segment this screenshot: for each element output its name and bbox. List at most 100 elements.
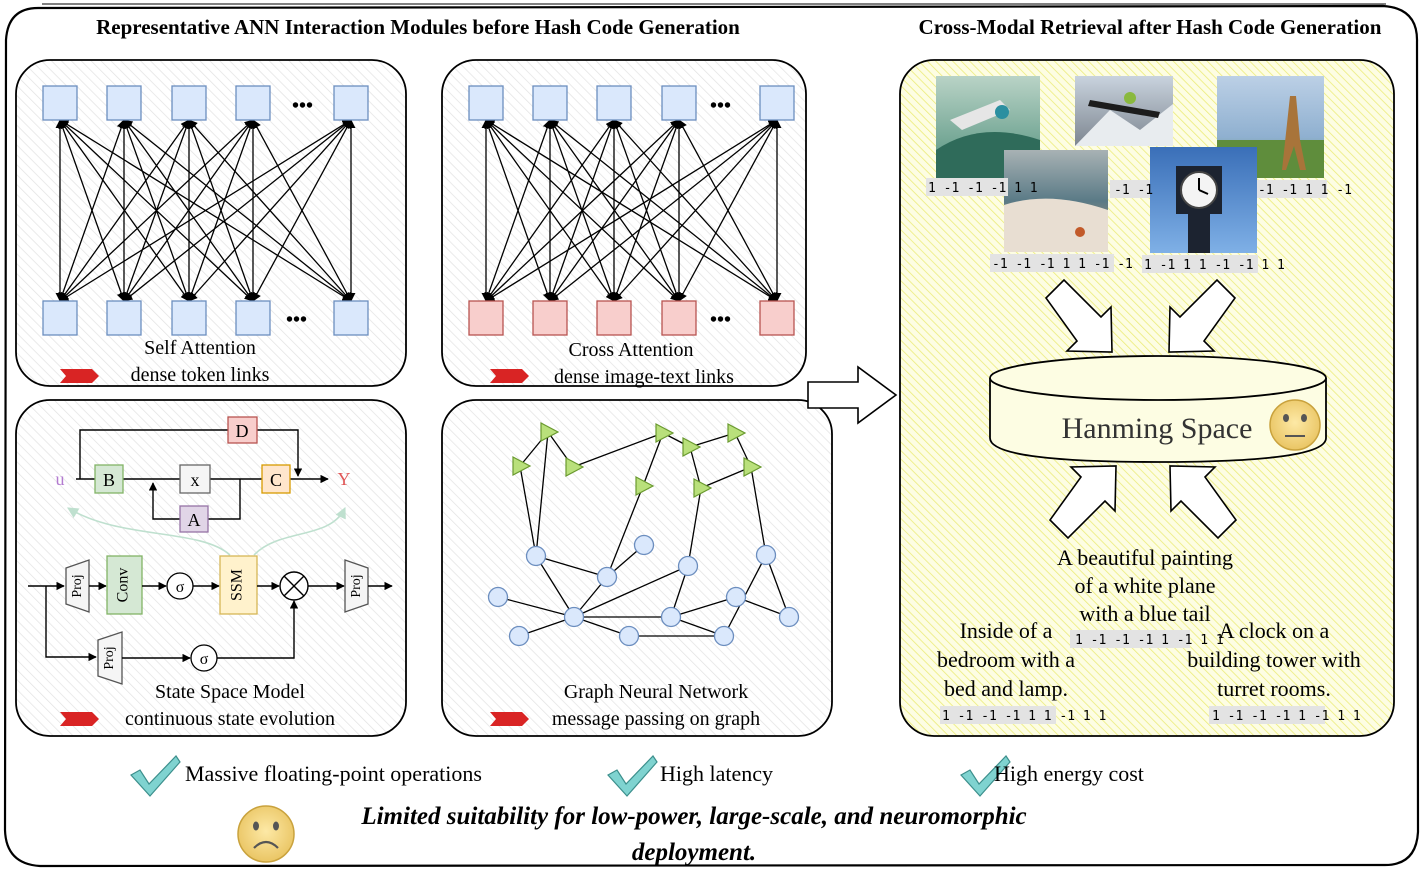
graph-node bbox=[525, 545, 547, 567]
caption-plane-line2: of a white plane bbox=[1074, 573, 1215, 598]
graph-edge bbox=[687, 487, 702, 567]
graph-edge bbox=[573, 565, 689, 618]
ssm-label-c: C bbox=[270, 470, 282, 490]
image-clock-tower bbox=[1150, 147, 1257, 253]
ssm-block-label: SSM bbox=[229, 569, 246, 601]
conv-label: Conv bbox=[115, 568, 132, 603]
graph-node bbox=[713, 625, 735, 647]
graph-edge bbox=[572, 432, 664, 468]
message-node bbox=[743, 457, 763, 477]
cross-attention-links bbox=[481, 119, 782, 302]
message-node bbox=[565, 457, 585, 477]
proj-label: Proj bbox=[349, 574, 364, 597]
red-flag-icon bbox=[60, 369, 99, 383]
message-node bbox=[635, 476, 655, 496]
token-node bbox=[532, 85, 568, 121]
graph-edge bbox=[519, 465, 537, 557]
graph-edge bbox=[497, 596, 575, 618]
self-attention-title: Self Attention bbox=[144, 337, 256, 359]
ssm-label-b: B bbox=[103, 470, 115, 490]
panel-state-space-model: D B x C A u Y Proj Conv σ SSM Proj Proj bbox=[15, 399, 407, 737]
token-node bbox=[171, 85, 207, 121]
attention-link bbox=[252, 119, 352, 302]
message-node bbox=[682, 437, 702, 457]
image-code: 1 -1 1 1 -1 -1 1 1 bbox=[1144, 258, 1285, 273]
flow-arrow bbox=[807, 365, 898, 425]
cross-attention-tokens bbox=[468, 85, 795, 336]
conclusion-line2: deployment. bbox=[632, 839, 756, 866]
neutral-face-icon bbox=[1269, 399, 1321, 451]
graph-node bbox=[633, 534, 655, 556]
gnn-subtitle: message passing on graph bbox=[552, 708, 760, 730]
drawback-energy: High energy cost bbox=[994, 761, 1144, 786]
graph-edge bbox=[670, 596, 737, 618]
message-node bbox=[693, 478, 713, 498]
token-node bbox=[333, 300, 369, 336]
self-attention-tokens bbox=[42, 85, 369, 336]
image-code: -1 -1 1 1 -1 bbox=[1258, 183, 1352, 198]
ssm-label-d: D bbox=[236, 421, 249, 441]
ellipsis-bottom: ••• bbox=[710, 309, 731, 331]
state-space-subtitle: continuous state evolution bbox=[125, 708, 335, 730]
gnn-nodes bbox=[487, 422, 800, 647]
image-snowboard bbox=[1075, 76, 1173, 146]
token-node bbox=[235, 300, 271, 336]
token-node bbox=[106, 300, 142, 336]
attention-link bbox=[678, 119, 778, 302]
hamming-space-label: Hanming Space bbox=[1062, 412, 1253, 445]
sad-face-icon bbox=[237, 805, 295, 863]
graph-edge bbox=[535, 555, 575, 618]
heading-left: Representative ANN Interaction Modules b… bbox=[96, 15, 740, 39]
hamming-space: Hanming Space bbox=[989, 355, 1327, 463]
graph-edge bbox=[700, 466, 752, 489]
token-node bbox=[171, 300, 207, 336]
graph-node bbox=[508, 625, 530, 647]
caption-plane-line1: A beautiful painting bbox=[1057, 545, 1233, 570]
token-node bbox=[661, 300, 697, 336]
ssm-label-y: Y bbox=[338, 469, 351, 489]
outer-frame bbox=[3, 4, 1420, 868]
token-node bbox=[532, 300, 568, 336]
drawbacks-row: Massive floating-point operations High l… bbox=[130, 755, 1144, 797]
graph-node bbox=[563, 606, 585, 628]
graph-node bbox=[778, 606, 800, 628]
message-node bbox=[540, 422, 560, 442]
token-node bbox=[596, 300, 632, 336]
conclusion-line1: Limited suitability for low-power, large… bbox=[360, 803, 1026, 830]
ellipsis-bottom: ••• bbox=[286, 309, 307, 331]
ssm-label-x: x bbox=[191, 470, 200, 490]
token-node bbox=[42, 85, 78, 121]
token-node bbox=[468, 300, 504, 336]
cross-attention-subtitle: dense image-text links bbox=[554, 366, 734, 388]
ellipsis-top: ••• bbox=[292, 95, 313, 117]
proj-label: Proj bbox=[70, 574, 85, 597]
conclusion: Limited suitability for low-power, large… bbox=[237, 803, 1027, 866]
image-code: -1 -1 bbox=[1114, 183, 1153, 198]
image-code: -1 -1 -1 1 1 -1 -1 bbox=[992, 257, 1133, 272]
caption-bedroom-line1: Inside of a bbox=[960, 618, 1053, 643]
token-node bbox=[235, 85, 271, 121]
caption-bedroom-line2: bedroom with a bbox=[937, 647, 1075, 672]
token-node bbox=[106, 85, 142, 121]
red-flag-icon bbox=[490, 712, 529, 726]
caption-clock-line2: building tower with bbox=[1187, 647, 1361, 672]
caption-clock-line3: turret rooms. bbox=[1217, 676, 1331, 701]
caption-bedroom-line3: bed and lamp. bbox=[944, 676, 1068, 701]
gnn-title: Graph Neural Network bbox=[564, 681, 748, 703]
panel-cross-attention: ••• ••• Cross Attention dense image-text… bbox=[441, 59, 807, 388]
sigma-label: σ bbox=[176, 579, 185, 596]
drawback-flops: Massive floating-point operations bbox=[185, 761, 482, 786]
token-node bbox=[759, 300, 795, 336]
self-attention-subtitle: dense token links bbox=[131, 364, 270, 386]
image-surf-sea bbox=[1004, 150, 1108, 252]
token-node bbox=[468, 85, 504, 121]
graph-node bbox=[677, 555, 699, 577]
heading-right: Cross-Modal Retrieval after Hash Code Ge… bbox=[919, 15, 1382, 39]
check-icon bbox=[607, 755, 658, 797]
ssm-label-u: u bbox=[56, 469, 65, 489]
sigma-label: σ bbox=[200, 651, 209, 668]
retrieval-arrows bbox=[1044, 278, 1238, 540]
drawback-latency: High latency bbox=[660, 761, 773, 786]
